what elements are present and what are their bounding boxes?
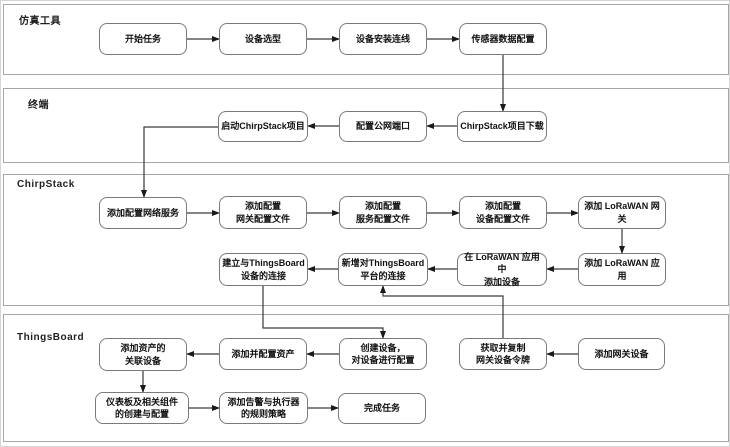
node-create-device: 创建设备， 对设备进行配置 <box>339 338 427 370</box>
node-start-task: 开始任务 <box>99 23 187 55</box>
node-add-asset-devices: 添加资产的 关联设备 <box>99 338 187 371</box>
node-label: 新增对ThingsBoard 平台的连接 <box>341 258 425 281</box>
node-label: 启动ChirpStack项目 <box>221 121 305 132</box>
node-dashboard-components: 仪表板及相关组件 的创建与配置 <box>95 392 189 424</box>
node-label: 添加配置 网关配置文件 <box>235 201 290 224</box>
node-establish-tb-connection: 建立与ThingsBoard 设备的连接 <box>219 253 308 286</box>
node-label: 添加资产的 关联设备 <box>120 343 166 366</box>
node-label: 开始任务 <box>124 33 161 44</box>
node-label: 添加 LoRaWAN 应用 <box>584 258 660 281</box>
node-device-selection: 设备选型 <box>219 23 307 55</box>
node-finish-task: 完成任务 <box>338 393 426 424</box>
lane-label-simulation-tool: 仿真工具 <box>19 16 61 27</box>
node-label: 获取并复制 网关设备令牌 <box>475 342 530 365</box>
node-new-tb-connection: 新增对ThingsBoard 平台的连接 <box>338 253 428 286</box>
lane-chirpstack <box>3 174 729 306</box>
node-chirpstack-download: ChirpStack项目下载 <box>457 111 547 142</box>
node-label: ChirpStack项目下载 <box>460 121 544 132</box>
lane-label-chirpstack: ChirpStack <box>17 179 75 190</box>
lane-label-terminal: 终端 <box>28 100 49 111</box>
node-add-network-service: 添加配置网络服务 <box>99 197 187 229</box>
node-alarm-actuator-rules: 添加告警与执行器 的规则策略 <box>219 392 308 424</box>
node-label: 添加配置 服务配置文件 <box>355 201 410 224</box>
node-label: 添加并配置资产 <box>231 348 295 359</box>
node-label: 配置公网端口 <box>355 121 410 132</box>
node-add-lorawan-gateway: 添加 LoRaWAN 网关 <box>578 196 666 229</box>
node-add-configure-asset: 添加并配置资产 <box>219 338 307 370</box>
node-gateway-profile: 添加配置 网关配置文件 <box>219 196 307 229</box>
node-device-profile: 添加配置 设备配置文件 <box>459 196 547 229</box>
node-label: 建立与ThingsBoard 设备的连接 <box>222 258 305 281</box>
node-label: 添加配置网络服务 <box>106 207 179 218</box>
node-label: 在 LoRaWAN 应用中 添加设备 <box>464 252 540 287</box>
node-label: 完成任务 <box>363 403 400 414</box>
node-label: 添加网关设备 <box>594 348 649 359</box>
node-add-lorawan-app: 添加 LoRaWAN 应用 <box>578 253 666 286</box>
node-label: 添加告警与执行器 的规则策略 <box>227 396 300 419</box>
node-add-gateway-device: 添加网关设备 <box>578 338 665 370</box>
node-add-device-in-app: 在 LoRaWAN 应用中 添加设备 <box>457 252 547 287</box>
node-sensor-data-config: 传感器数据配置 <box>459 23 547 55</box>
node-start-chirpstack: 启动ChirpStack项目 <box>218 111 308 142</box>
node-label: 设备安装连线 <box>355 33 410 44</box>
node-service-profile: 添加配置 服务配置文件 <box>339 196 427 229</box>
node-label: 添加 LoRaWAN 网关 <box>584 201 660 224</box>
node-copy-gateway-token: 获取并复制 网关设备令牌 <box>459 338 547 370</box>
node-label: 添加配置 设备配置文件 <box>475 201 530 224</box>
node-public-port-config: 配置公网端口 <box>339 111 427 142</box>
node-device-install-wiring: 设备安装连线 <box>339 23 427 55</box>
lane-label-thingsboard: ThingsBoard <box>17 332 85 343</box>
node-label: 创建设备， 对设备进行配置 <box>351 342 415 365</box>
node-label: 仪表板及相关组件 的创建与配置 <box>105 396 178 419</box>
node-label: 设备选型 <box>244 33 281 44</box>
node-label: 传感器数据配置 <box>471 33 535 44</box>
